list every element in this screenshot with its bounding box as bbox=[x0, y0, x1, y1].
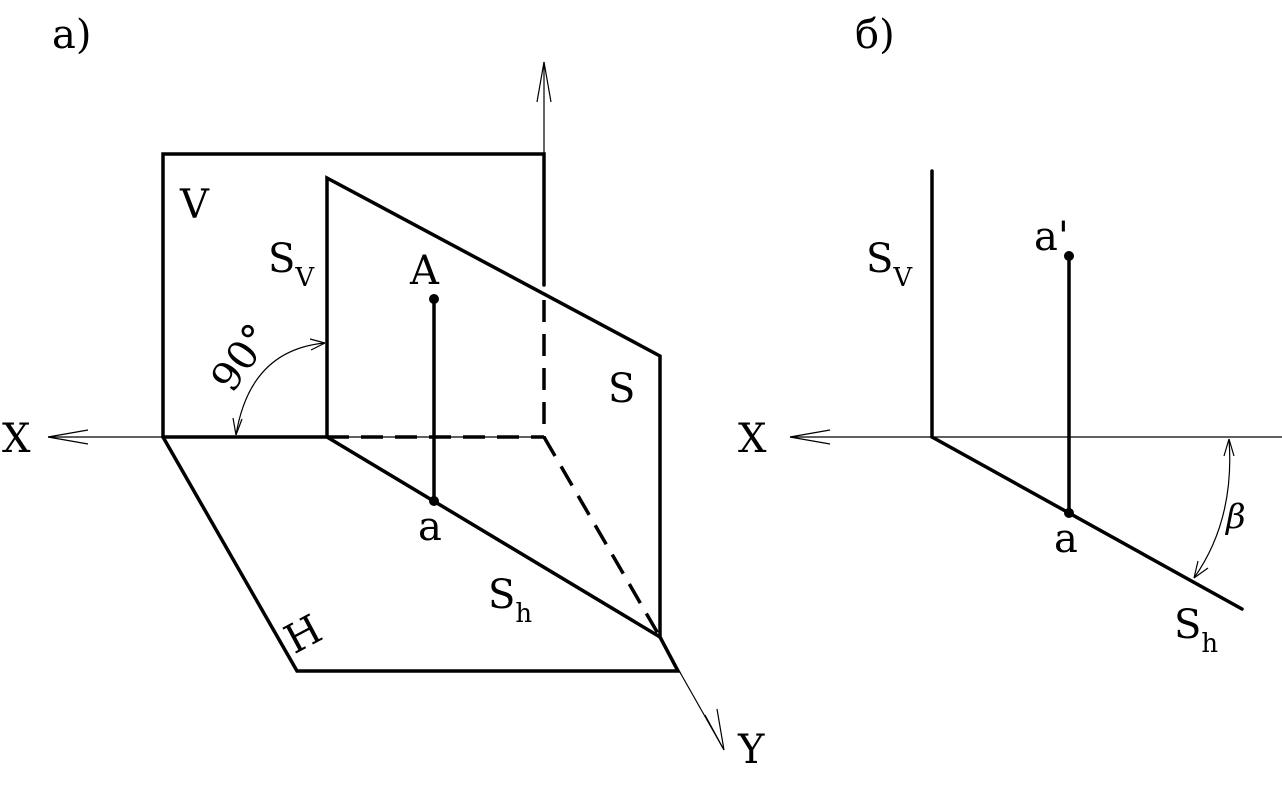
angle-beta-arrow-top bbox=[1223, 438, 1235, 457]
axis-x-label-a: X bbox=[2, 416, 31, 462]
panel-b: б) X SV Sh a' a β bbox=[738, 12, 1282, 659]
angle-beta-label: β bbox=[1224, 497, 1246, 537]
panel-a: а) X Y V H S SV Sh A a bbox=[2, 12, 765, 773]
x-axis-arrow-a bbox=[47, 429, 89, 445]
angle-beta-arrow-bottom bbox=[1193, 560, 1209, 579]
point-a-prime-label: a' bbox=[1034, 214, 1069, 260]
trace-sh-label-a: Sh bbox=[488, 572, 532, 629]
plane-s-label: S bbox=[608, 366, 635, 412]
axis-y-label-a: Y bbox=[737, 727, 765, 773]
angle-arc-arrow-bottom bbox=[232, 417, 243, 436]
angle-arc-arrow-top bbox=[309, 338, 326, 351]
plane-v-outline bbox=[161, 152, 546, 439]
point-a-marker-b bbox=[1064, 508, 1074, 518]
plane-h-outline bbox=[161, 435, 681, 673]
y-axis-arrow-a bbox=[704, 708, 725, 751]
angle-90-label: 90° bbox=[203, 316, 281, 400]
plane-v-label: V bbox=[179, 182, 210, 228]
trace-sv-label-a: SV bbox=[268, 236, 315, 293]
plane-h-label: H bbox=[277, 606, 329, 663]
point-A-marker bbox=[429, 294, 439, 304]
trace-sh-b bbox=[930, 435, 1244, 611]
trace-sv-label-b: SV bbox=[866, 236, 913, 293]
trace-sh-label-b: Sh bbox=[1174, 602, 1218, 659]
panel-b-label: б) bbox=[855, 12, 895, 58]
plane-s-outline bbox=[325, 175, 662, 641]
point-a-marker bbox=[429, 496, 439, 506]
x-axis-arrow-b bbox=[789, 429, 831, 445]
z-axis-arrow-a bbox=[536, 61, 552, 103]
angle-arc-a bbox=[235, 342, 326, 436]
axis-x-label-b: X bbox=[738, 416, 767, 462]
point-a-prime-marker bbox=[1064, 251, 1074, 261]
point-A-label: A bbox=[409, 248, 440, 294]
panel-a-label: а) bbox=[52, 12, 91, 58]
angle-arc-b bbox=[1193, 438, 1231, 579]
point-a-label: a bbox=[418, 504, 442, 550]
point-a-label-b: a bbox=[1054, 516, 1078, 562]
plane-h-hidden-edge bbox=[542, 436, 662, 638]
